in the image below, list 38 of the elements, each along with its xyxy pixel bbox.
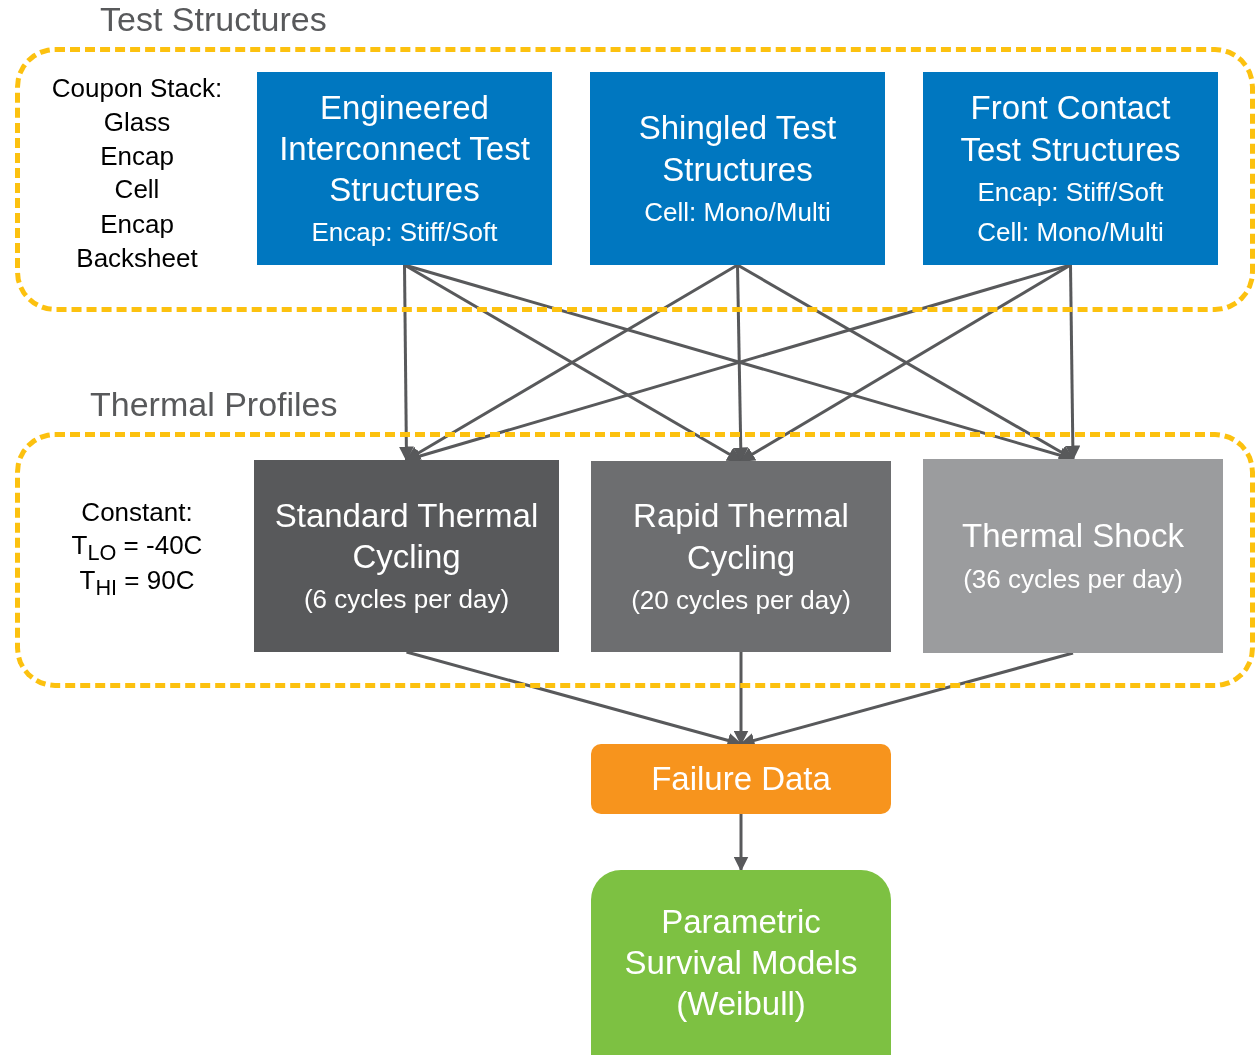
box-title: Failure Data — [651, 759, 831, 800]
arrow — [733, 814, 749, 872]
box-title: Front Contact Test Structures — [959, 88, 1182, 170]
arrow — [1065, 264, 1081, 461]
box-subtitle: Cell: Mono/Multi — [977, 215, 1164, 249]
stack-label: Cell — [114, 174, 160, 206]
process-box — [254, 460, 559, 652]
box-title: Engineered Interconnect Test Structures — [278, 87, 531, 211]
arrow — [733, 652, 749, 746]
box-subtitle: Cell: Mono/Multi — [644, 195, 831, 229]
box-title: Parametric Survival Models (Weibull) — [623, 901, 859, 1025]
process-box — [591, 461, 891, 652]
box-subtitle: (6 cycles per day) — [303, 583, 510, 617]
process-box — [923, 459, 1223, 653]
stack-label: Backsheet — [76, 243, 198, 275]
process-box — [257, 72, 552, 265]
stack-label: Encap — [100, 141, 174, 173]
stack-label: T$_{LO}$ = -40C — [71, 530, 203, 567]
box-title: Thermal Shock — [962, 516, 1184, 557]
process-box — [591, 870, 891, 1055]
process-box — [923, 72, 1218, 265]
box-subtitle: (36 cycles per day) — [963, 562, 1183, 596]
stack-label: Glass — [103, 107, 171, 139]
box-title: Shingled Test Structures — [637, 108, 838, 190]
stack-label: Constant: — [81, 497, 193, 529]
box-subtitle: Encap: Stiff/Soft — [977, 175, 1164, 209]
process-box — [590, 72, 885, 265]
stack-label: T$_{HI}$ = 90C — [79, 565, 195, 602]
stack-label: Encap — [100, 209, 174, 241]
group-heading: Thermal Profiles — [90, 385, 338, 424]
stack-label: Coupon Stack: — [51, 73, 223, 105]
group-heading: Test Structures — [100, 0, 327, 39]
arrow — [398, 265, 414, 462]
box-title: Standard Thermal Cycling — [273, 495, 540, 578]
box-title: Rapid Thermal Cycling — [632, 496, 850, 578]
box-subtitle: (20 cycles per day) — [631, 583, 851, 617]
box-subtitle: Encap: Stiff/Soft — [311, 216, 498, 250]
process-box — [591, 744, 891, 814]
